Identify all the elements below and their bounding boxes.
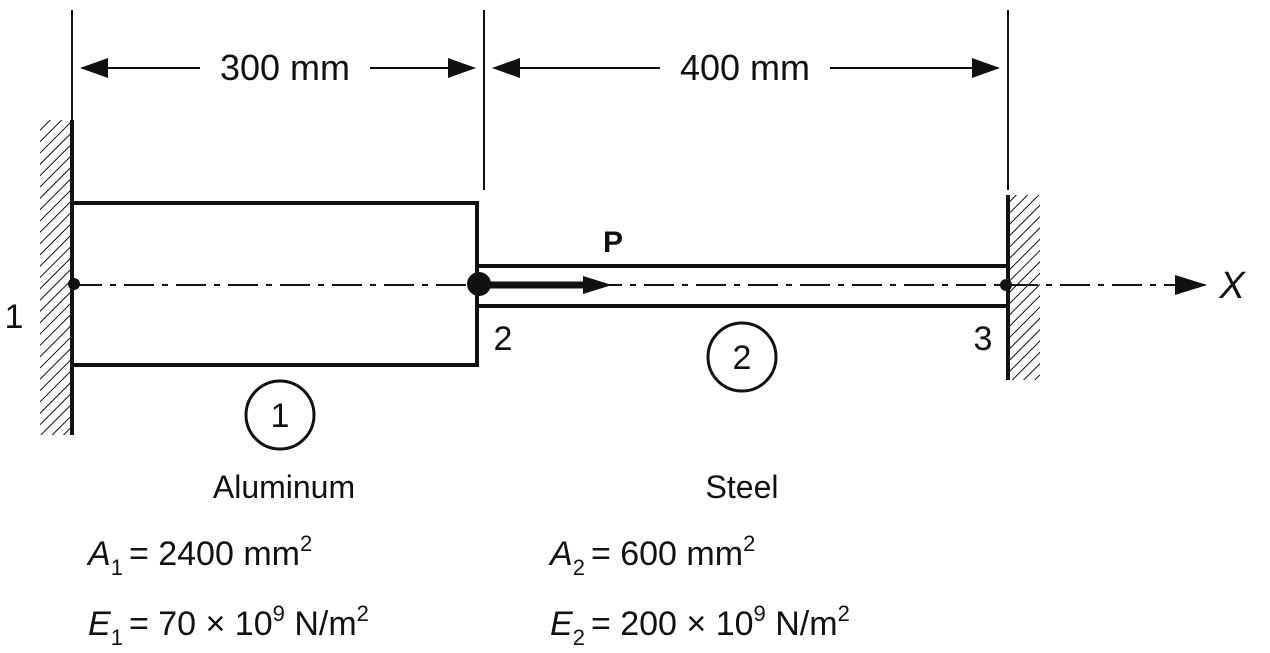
left-wall-support [40, 120, 74, 435]
node-1-marker [68, 278, 80, 290]
right-wall-support [1006, 195, 1040, 380]
modulus-2-formula: E2= 200 × 109 N/m2 [550, 601, 850, 650]
node-1-label: 1 [5, 298, 24, 336]
node-2-label: 2 [494, 320, 513, 358]
element-1-label: 1 [271, 397, 290, 435]
area-1-formula: A1= 2400 mm2 [86, 531, 312, 580]
dim-label-300: 300 mm [220, 47, 350, 88]
load-label: P [603, 226, 623, 259]
load-arrowhead [583, 276, 612, 294]
dim-label-400: 400 mm [680, 47, 810, 88]
modulus-1-formula: E1= 70 × 109 N/m2 [88, 601, 369, 650]
material-2-name: Steel [706, 469, 779, 505]
element-1-badge: 1 [244, 379, 316, 451]
element-2-badge: 2 [706, 321, 778, 393]
steel-bar [477, 264, 1008, 308]
area-2-formula: A2= 600 mm2 [548, 531, 755, 580]
node-3-marker [1000, 279, 1012, 291]
element-2-label: 2 [733, 339, 752, 377]
node-3-label: 3 [974, 320, 993, 358]
material-1-name: Aluminum [213, 469, 355, 505]
x-axis-label: X [1218, 265, 1246, 307]
